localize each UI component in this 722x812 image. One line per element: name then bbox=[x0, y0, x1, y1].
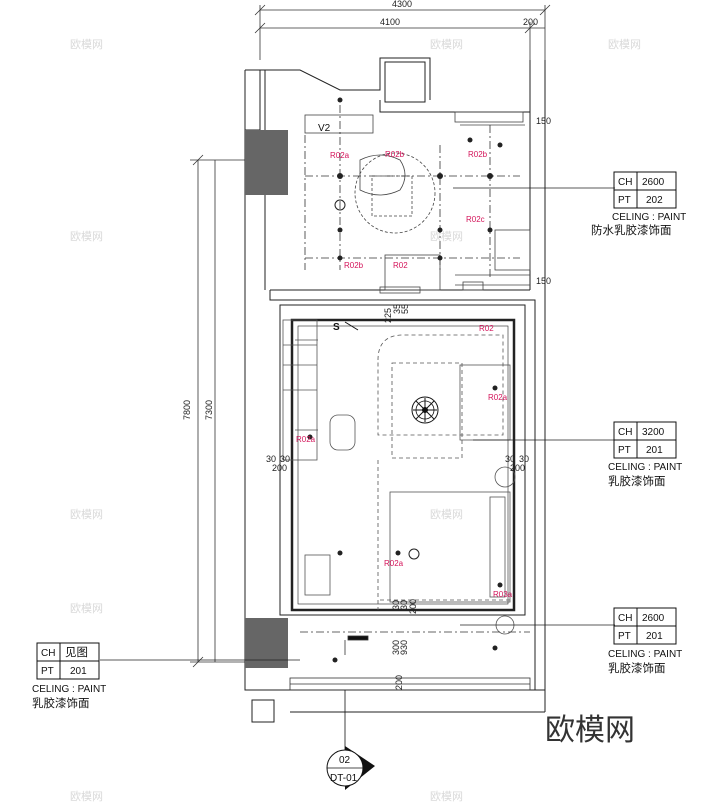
downlight bbox=[408, 548, 420, 560]
legend-en: CELING : PAINT bbox=[32, 684, 106, 695]
ceiling-dashed-outline bbox=[377, 334, 510, 610]
svg-text:PT: PT bbox=[618, 445, 631, 456]
dim-small: 200 bbox=[272, 463, 287, 473]
leader-lines bbox=[100, 187, 615, 661]
room-tag: R02c bbox=[466, 215, 485, 224]
svg-text:CH: CH bbox=[618, 613, 632, 624]
dim-main: 4100 bbox=[380, 17, 400, 27]
svg-text:CH: CH bbox=[618, 177, 632, 188]
dim-left-inner: 7300 bbox=[204, 400, 214, 420]
balcony bbox=[289, 631, 531, 691]
column-small bbox=[251, 699, 275, 723]
legend-2600-201: CH PT 2600 201 CELING : PAINT 乳胶漆饰面 bbox=[608, 607, 682, 675]
room-tag: R02b bbox=[344, 261, 364, 270]
dim-small: 150 bbox=[536, 116, 551, 126]
top-dimensions bbox=[254, 4, 551, 60]
main-lights bbox=[307, 385, 503, 663]
dim-small: 30 bbox=[505, 454, 515, 464]
watermark-layer: 欧模网 欧模网 欧模网 欧模网 欧模网 欧模网 欧模网 欧模网 欧模网 欧模网 bbox=[70, 38, 641, 803]
watermark: 欧模网 bbox=[430, 230, 463, 243]
svg-text:PT: PT bbox=[618, 195, 631, 206]
legend-ch-value: 3200 bbox=[642, 427, 665, 438]
legend-cn: 乳胶漆饰面 bbox=[608, 661, 666, 675]
watermark: 欧模网 bbox=[70, 602, 103, 615]
legend-cn: 防水乳胶漆饰面 bbox=[591, 223, 672, 237]
dim-small: 35 bbox=[392, 304, 402, 314]
dim-total: 4300 bbox=[392, 0, 412, 9]
legend-en: CELING : PAINT bbox=[608, 462, 682, 473]
dim-small: 30 bbox=[399, 600, 409, 610]
bathroom-area bbox=[304, 111, 531, 294]
watermark: 欧模网 bbox=[70, 230, 103, 243]
section-ref: DT-01 bbox=[330, 773, 358, 784]
column-bottom bbox=[245, 618, 288, 668]
watermark: 欧模网 bbox=[70, 38, 103, 51]
legend-pt-value: 201 bbox=[646, 445, 663, 456]
brand-logo: 欧模网 bbox=[545, 713, 635, 748]
dim-side: 200 bbox=[523, 17, 538, 27]
section-number: 02 bbox=[339, 755, 351, 766]
room-tag: R03a bbox=[493, 590, 513, 599]
main-room bbox=[279, 304, 526, 616]
legend-cn: 乳胶漆饰面 bbox=[608, 474, 666, 488]
svg-text:PT: PT bbox=[41, 666, 54, 677]
legend-pt-value: 201 bbox=[70, 666, 87, 677]
dim-small: 30 bbox=[280, 454, 290, 464]
room-tag: R02a bbox=[384, 559, 404, 568]
grid-dashed bbox=[304, 105, 520, 280]
dim-small: 150 bbox=[536, 276, 551, 286]
watermark: 欧模网 bbox=[430, 508, 463, 521]
svg-text:CH: CH bbox=[618, 427, 632, 438]
room-tag: R02a bbox=[330, 151, 350, 160]
dim-small: 200 bbox=[394, 675, 404, 690]
bathroom-lights bbox=[337, 97, 503, 261]
dim-small: 30 bbox=[391, 600, 401, 610]
room-tag: R02 bbox=[393, 261, 408, 270]
dim-small: 55 bbox=[400, 304, 410, 314]
dim-small: 30 bbox=[519, 454, 529, 464]
exhaust-fan bbox=[334, 199, 346, 211]
legend-pt-value: 202 bbox=[646, 195, 663, 206]
legend-left: CH PT 见图 201 CELING : PAINT 乳胶漆饰面 bbox=[32, 642, 106, 710]
ceiling-fan-icon bbox=[411, 396, 439, 424]
legend-ch-value: 见图 bbox=[65, 645, 88, 659]
legend-ch-value: 2600 bbox=[642, 177, 665, 188]
legend-cn: 乳胶漆饰面 bbox=[32, 696, 90, 710]
watermark: 欧模网 bbox=[608, 38, 641, 51]
legend-en: CELING : PAINT bbox=[612, 212, 686, 223]
watermark: 欧模网 bbox=[430, 790, 463, 803]
dim-small: 300 bbox=[391, 640, 401, 655]
legend-pt-value: 201 bbox=[646, 631, 663, 642]
room-tag: R02a bbox=[488, 393, 508, 402]
kitchen-unit bbox=[282, 319, 356, 596]
svg-text:PT: PT bbox=[618, 631, 631, 642]
legend-ch-label: CH bbox=[41, 648, 55, 659]
legend-en: CELING : PAINT bbox=[608, 649, 682, 660]
legend-202: CH PT 2600 202 CELING : PAINT 防水乳胶漆饰面 bbox=[591, 171, 686, 237]
dim-small: 200 bbox=[408, 599, 418, 614]
watermark: 欧模网 bbox=[70, 790, 103, 803]
legend-3200: CH PT 3200 201 CELING : PAINT 乳胶漆饰面 bbox=[608, 421, 682, 488]
north-mark: S bbox=[333, 322, 340, 333]
legend-ch-value: 2600 bbox=[642, 613, 665, 624]
dim-left-outer: 7800 bbox=[182, 400, 192, 420]
bed-area bbox=[389, 364, 516, 635]
left-dimensions bbox=[190, 154, 260, 668]
watermark: 欧模网 bbox=[70, 508, 103, 521]
mark-v2: V2 bbox=[318, 123, 331, 134]
watermark: 欧模网 bbox=[430, 38, 463, 51]
room-tag: R02b bbox=[385, 150, 405, 159]
section-marker: 02 DT-01 bbox=[326, 690, 375, 790]
north-arrow: S bbox=[333, 321, 359, 333]
room-tag: R02b bbox=[468, 150, 488, 159]
dim-small: 225 bbox=[383, 308, 393, 323]
room-tag: R02 bbox=[479, 324, 494, 333]
dim-small: 200 bbox=[510, 463, 525, 473]
column-top bbox=[245, 130, 288, 195]
dim-small: 930 bbox=[399, 640, 409, 655]
dim-small: 30 bbox=[266, 454, 276, 464]
room-tag: R02a bbox=[296, 435, 316, 444]
